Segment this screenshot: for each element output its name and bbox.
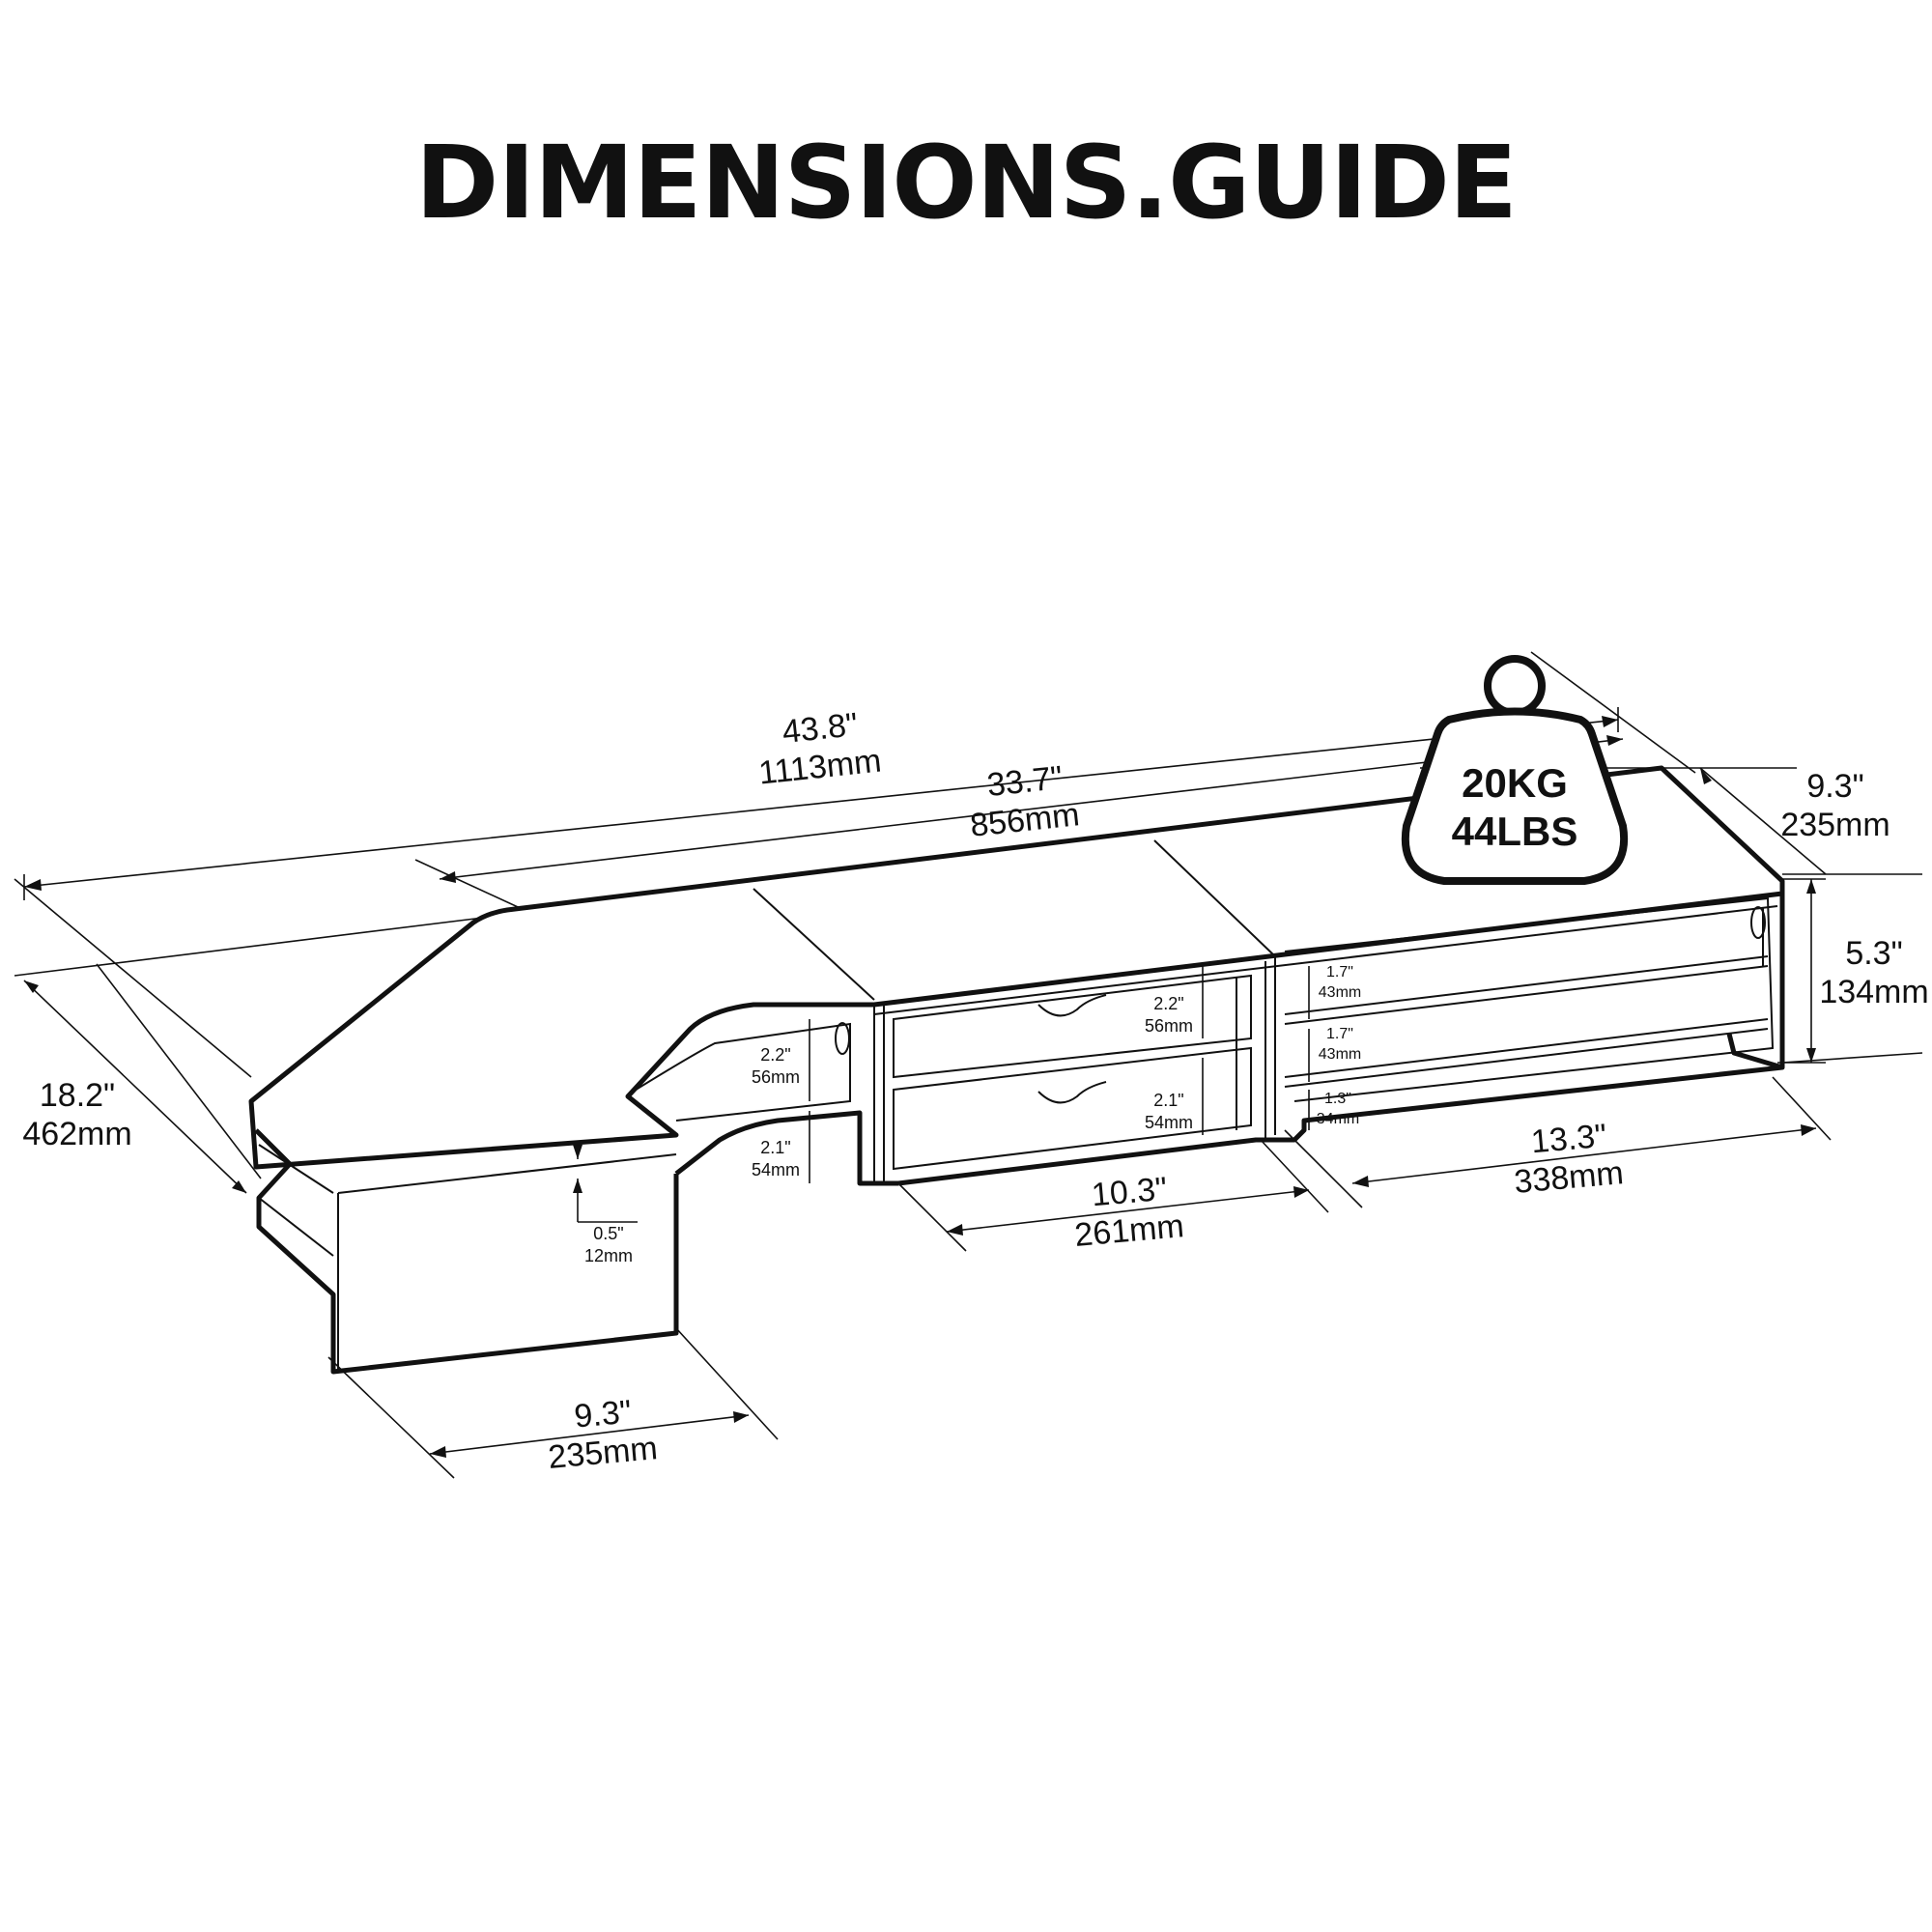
side-length-in: 18.2": [40, 1077, 115, 1114]
drawer-lower-mm: 54mm: [1145, 1113, 1193, 1132]
shelf-middle-mm: 43mm: [1319, 1046, 1361, 1063]
main-width-mm: 856mm: [968, 796, 1081, 844]
left-lower-gap-mm: 54mm: [752, 1160, 800, 1179]
arrowheads: [24, 716, 1816, 1458]
top-thickness-mm: 12mm: [584, 1246, 633, 1265]
shelf-middle-in: 1.7": [1326, 1026, 1353, 1042]
drawer-upper-mm: 56mm: [1145, 1016, 1193, 1036]
page-title: DIMENSIONS.GUIDE: [415, 124, 1518, 242]
drawer-lower-in: 2.1": [1153, 1091, 1183, 1110]
shelf-width-in: 13.3": [1529, 1118, 1607, 1161]
monitor-stand-outline: [248, 765, 1785, 1170]
dimension-lines: [14, 651, 1923, 1479]
shelf-lower-in: 1.3": [1324, 1091, 1351, 1107]
load-badge-icon: [1401, 655, 1629, 885]
monitor-stand-body: [254, 889, 1785, 1375]
side-depth-mm: 235mm: [547, 1430, 659, 1476]
load-lbs: 44LBS: [1452, 809, 1578, 854]
overall-width-in: 43.8": [781, 706, 860, 751]
interior-lines: [258, 839, 1783, 1372]
left-upper-gap-in: 2.2": [760, 1045, 790, 1065]
overall-width-mm: 1113mm: [757, 743, 884, 792]
depth-right-in: 9.3": [1806, 768, 1863, 805]
side-length-mm: 462mm: [22, 1116, 131, 1152]
shelf-width-mm: 338mm: [1513, 1154, 1625, 1201]
height-mm: 134mm: [1819, 974, 1928, 1010]
drawer-upper-in: 2.2": [1153, 994, 1183, 1013]
depth-right-mm: 235mm: [1780, 807, 1889, 843]
side-depth-in: 9.3": [573, 1394, 633, 1435]
main-width-in: 33.7": [985, 759, 1065, 804]
height-in: 5.3": [1845, 935, 1902, 972]
shelf-upper-mm: 43mm: [1319, 984, 1361, 1001]
shelf-upper-in: 1.7": [1326, 964, 1353, 980]
left-upper-gap-mm: 56mm: [752, 1067, 800, 1087]
drawer-width-in: 10.3": [1090, 1171, 1168, 1214]
left-lower-gap-in: 2.1": [760, 1138, 790, 1157]
top-thickness-in: 0.5": [593, 1224, 623, 1243]
shelf-lower-mm: 34mm: [1317, 1111, 1359, 1127]
load-kg: 20KG: [1462, 760, 1568, 806]
